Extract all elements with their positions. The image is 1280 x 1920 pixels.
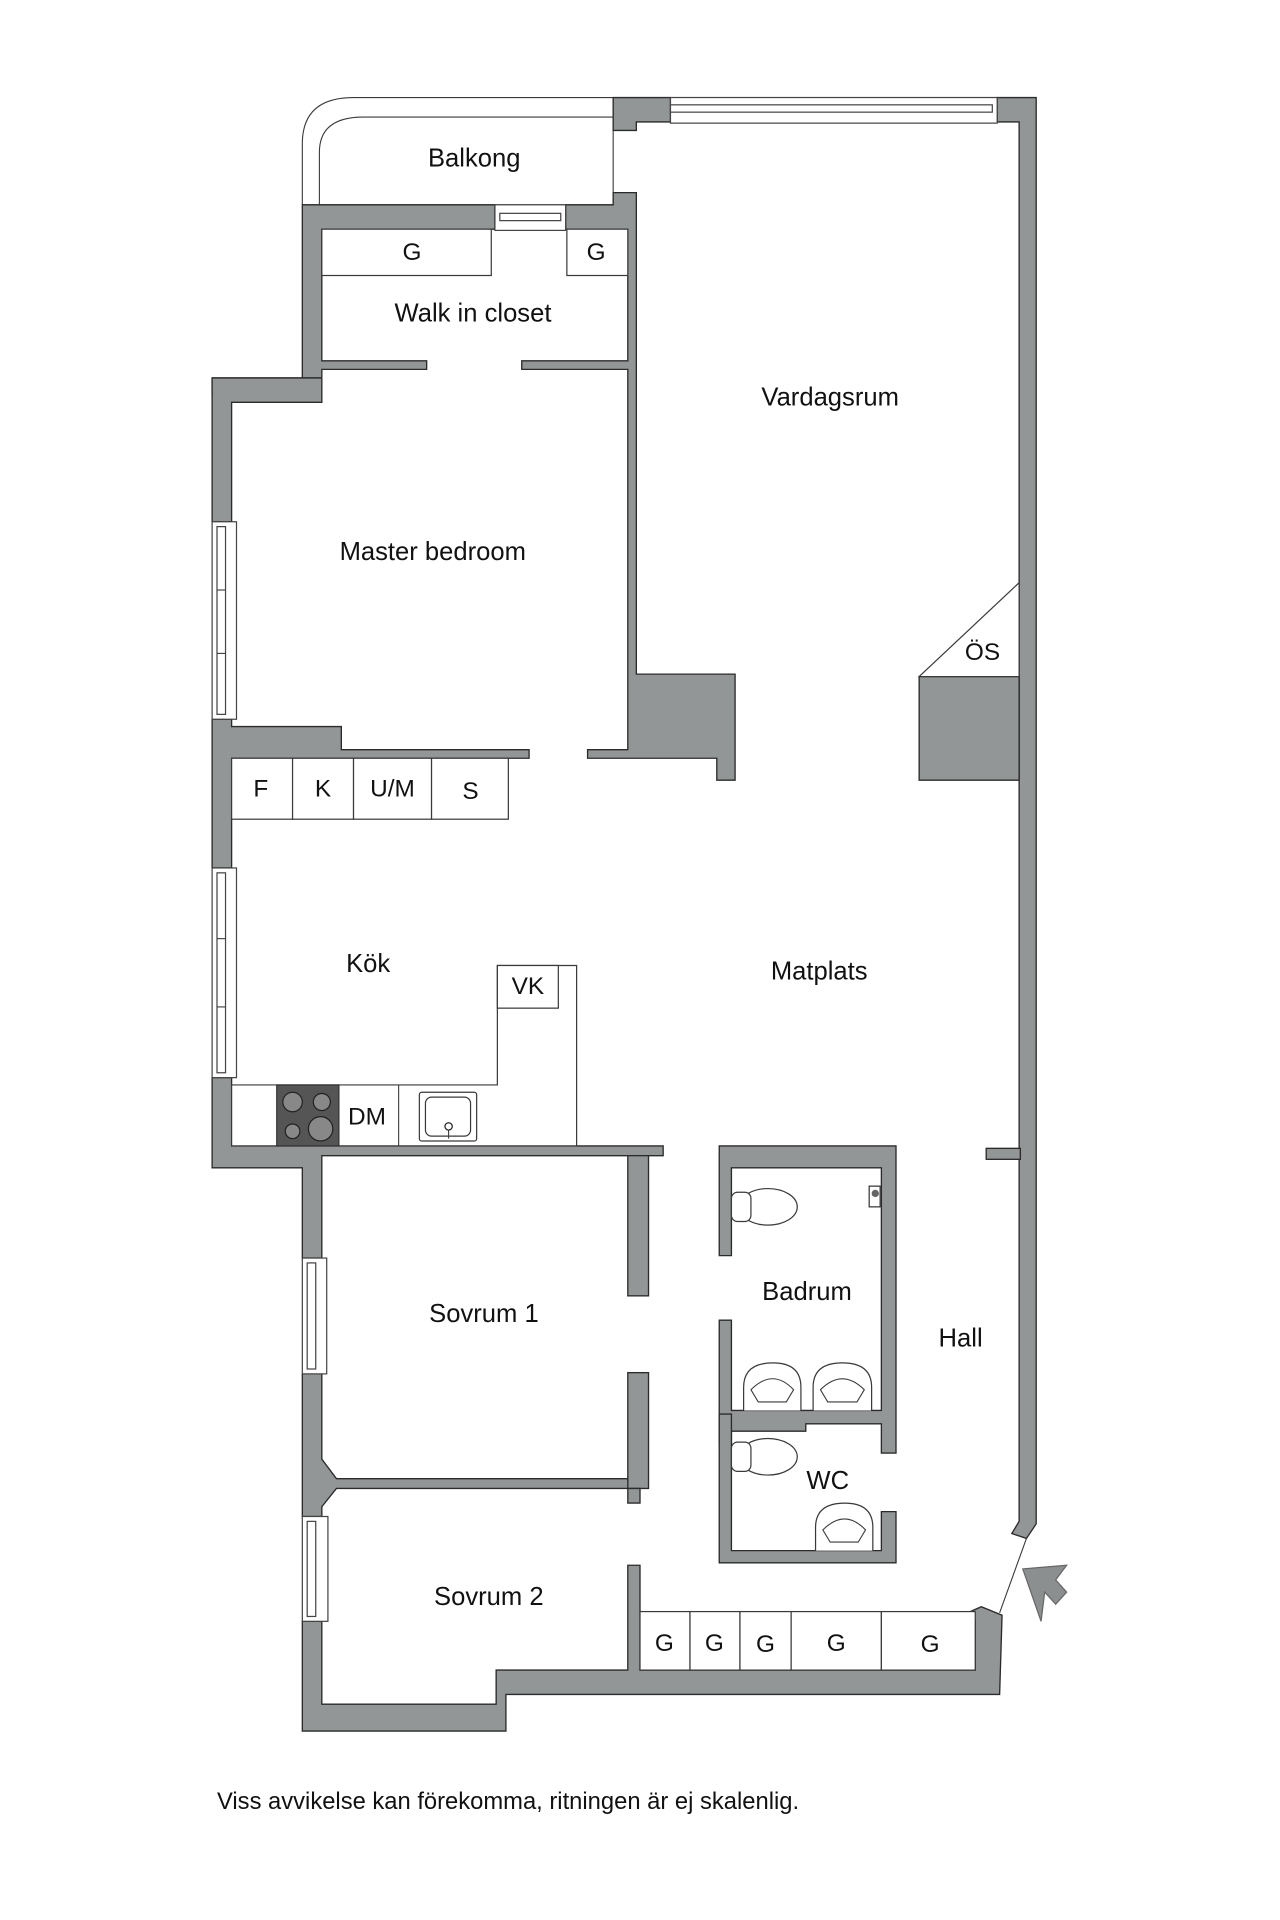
room-label-dining: Matplats [771, 958, 868, 986]
stove-icon [276, 1084, 340, 1147]
window-bedroom2 [301, 1515, 329, 1622]
room-label-kitchen: Kök [346, 950, 390, 978]
room-label-bathroom: Badrum [762, 1278, 852, 1306]
entrance-arrow-icon [1021, 1564, 1068, 1622]
kitchen-upper-row: F K U/M S [231, 757, 509, 820]
wall-segment [612, 96, 672, 132]
wc-toilet-icon [730, 1437, 798, 1476]
disclaimer-text: Viss avvikelse kan förekomma, ritningen … [217, 1788, 799, 1815]
entrance-door [999, 1538, 1027, 1613]
freezer-label: K [315, 775, 331, 802]
wall-bedroom1-right-lower [627, 1371, 650, 1490]
room-label-wc: WC [806, 1467, 849, 1495]
svg-text:G: G [756, 1631, 775, 1658]
window-top [669, 96, 998, 124]
pillar [918, 675, 1020, 781]
room-label-bedroom-2: Sovrum 2 [434, 1583, 544, 1611]
wall-bedrooms-divider [301, 1373, 641, 1518]
kitchen-counter: VK DM [231, 964, 578, 1147]
wall-master-left [211, 377, 323, 523]
window-closet [494, 204, 567, 232]
shower-icon [868, 1185, 881, 1208]
fridge-label: F [253, 775, 268, 802]
sink-icon [418, 1091, 478, 1142]
washbasin-icon [743, 1362, 873, 1411]
wall-hall-step [985, 1147, 1022, 1160]
shaft: ÖS [917, 581, 1020, 678]
closet-wardrobe-2: G [566, 228, 629, 277]
wall-exterior-right [996, 96, 1037, 1540]
room-label-hall: Hall [939, 1324, 983, 1352]
wall-closet-right [521, 191, 736, 781]
room-label-master-bedroom: Master bedroom [340, 538, 526, 566]
cupboard-label: S [462, 778, 478, 805]
room-label-bedroom-1: Sovrum 1 [429, 1300, 539, 1328]
svg-text:G: G [655, 1630, 674, 1657]
oven-label: U/M [370, 775, 415, 802]
svg-text:G: G [403, 239, 422, 266]
toilet-icon [730, 1187, 798, 1226]
svg-text:G: G [827, 1630, 846, 1657]
shaft-label: ÖS [965, 639, 1000, 666]
svg-text:G: G [921, 1631, 940, 1658]
dishwasher-label: DM [348, 1103, 386, 1130]
wc-washbasin-icon [814, 1502, 874, 1551]
window-kitchen [211, 867, 238, 1079]
svg-text:VK: VK [512, 973, 545, 1000]
window-bedroom1 [301, 1257, 328, 1375]
svg-text:G: G [587, 239, 606, 266]
room-label-walk-in-closet: Walk in closet [395, 299, 552, 327]
window-master [211, 521, 238, 720]
room-label-balcony: Balkong [428, 144, 521, 172]
hall-wardrobes: G G G G G [639, 1610, 976, 1671]
washer: VK [496, 964, 559, 1009]
room-label-living-room: Vardagsrum [761, 383, 899, 411]
wall-bedroom1-right-upper [627, 1154, 650, 1297]
closet-wardrobe-1: G [321, 228, 492, 277]
svg-text:G: G [705, 1630, 724, 1657]
